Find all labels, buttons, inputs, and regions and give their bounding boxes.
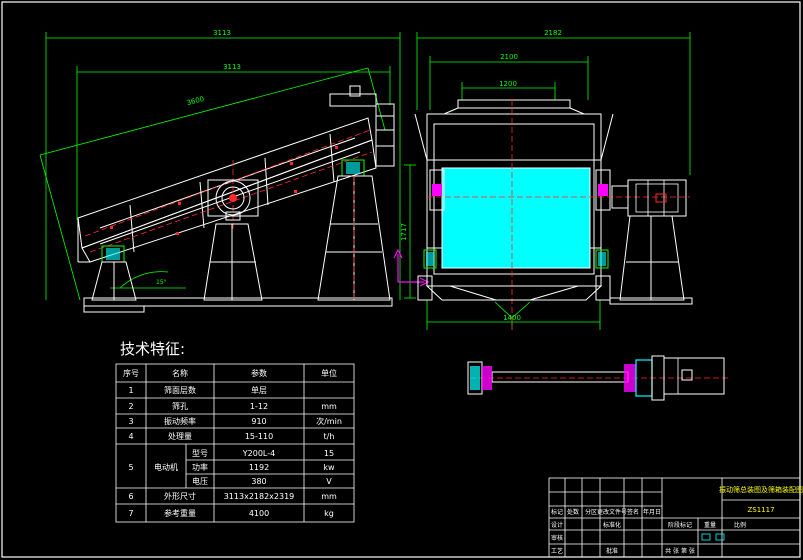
tech-row-no: 2 — [128, 402, 133, 411]
tb-cell: 工艺 — [551, 547, 563, 555]
motor — [611, 179, 687, 217]
title-block-grid — [548, 477, 801, 558]
title-block-text: 标记 处数 分区 更改文件号 签名 年月日 设计 标准化 审核 工艺 批准 阶段… — [551, 508, 746, 555]
tb-cell: 签名 — [627, 508, 639, 516]
feed-inlet — [329, 85, 395, 167]
side-dimension-lines — [39, 32, 416, 301]
dim-deck-width: 1200 — [499, 80, 517, 88]
tb-cell: 更改文件号 — [597, 508, 627, 516]
side-centerlines — [84, 129, 373, 253]
tech-row-no: 6 — [128, 492, 133, 501]
end-view: 2182 2100 1200 1400 — [414, 29, 693, 330]
tech-motor-sub-value: 380 — [251, 477, 266, 486]
tech-row-unit: mm — [321, 402, 337, 411]
tech-row-unit: mm — [321, 492, 337, 501]
tech-row-no: 1 — [128, 386, 133, 395]
tb-stage-label: 阶段标记 — [668, 521, 692, 529]
tb-stage-boxes — [701, 533, 725, 541]
tech-row-unit: t/h — [324, 432, 335, 441]
screen-deck-section — [441, 167, 591, 269]
tb-sheet-label: 共 张 第 张 — [665, 547, 695, 555]
tb-weight-label: 重量 — [704, 521, 716, 529]
tech-row-no: 4 — [128, 432, 133, 441]
tech-row-name: 外形尺寸 — [164, 491, 196, 501]
tech-motor-sub-unit: kw — [323, 463, 335, 472]
tb-drawing-title: 振动筛总装图及筛箱装配图 — [719, 485, 803, 494]
title-block: 标记 处数 分区 更改文件号 签名 年月日 设计 标准化 审核 工艺 批准 阶段… — [548, 477, 803, 558]
end-dimension-lines — [416, 32, 691, 330]
end-bearings — [423, 169, 611, 269]
tech-motor-sub-unit: 15 — [324, 449, 334, 458]
tech-row-value: 15-110 — [245, 432, 273, 441]
dim-overall-width: 2182 — [544, 29, 562, 37]
tb-drawing-no: ZS1117 — [747, 506, 774, 514]
tech-row-name: 筛孔 — [172, 401, 188, 411]
tech-header-name: 名称 — [172, 368, 188, 378]
tech-row-no: 5 — [128, 463, 133, 472]
tech-header-no: 序号 — [123, 368, 139, 378]
tb-cell: 标记 — [551, 508, 563, 516]
end-centerlines — [427, 100, 690, 330]
dim-length-2: 3113 — [223, 63, 241, 71]
tech-motor-sub-label: 电压 — [192, 476, 208, 486]
tech-row-name: 电动机 — [154, 462, 178, 472]
tech-spec-block: 技术特征: 序号 名称 参数 单位 1 筛面层数 单层 2 — [115, 340, 355, 523]
side-springs — [101, 159, 365, 263]
dim-overall-length: 3113 — [213, 29, 231, 37]
tb-cell: 审核 — [551, 534, 563, 542]
vibrator-exciter — [207, 179, 259, 221]
end-hopper — [443, 99, 585, 115]
tech-row-no: 7 — [128, 509, 133, 518]
tech-title: 技术特征: — [120, 340, 185, 358]
tech-row-name: 振动频率 — [164, 416, 196, 426]
tech-motor-sub-label: 功率 — [192, 462, 208, 472]
tech-header-unit: 单位 — [321, 368, 337, 378]
tech-motor-sub-value: 1192 — [249, 463, 269, 472]
tech-row-name: 处理量 — [168, 431, 192, 441]
screen-box — [77, 117, 377, 263]
side-bolts — [110, 146, 338, 235]
tech-row-value: 4100 — [249, 509, 269, 518]
tech-row-no: 3 — [128, 417, 133, 426]
dim-width-2: 2100 — [500, 53, 518, 61]
tech-row-unit: kg — [324, 509, 334, 518]
tech-row-unit: 次/min — [316, 416, 342, 426]
tb-scale-label: 比例 — [734, 521, 746, 529]
end-lower-frame — [417, 275, 611, 301]
dim-height: 1717 — [400, 223, 408, 241]
shaft-detail — [467, 355, 730, 401]
tech-motor-sub-unit: V — [326, 477, 332, 486]
tech-table-text: 序号 名称 参数 单位 1 筛面层数 单层 2 筛孔 1-12 mm 3 振动频… — [123, 368, 342, 518]
tb-cell: 处数 — [567, 508, 579, 516]
tb-cell: 分区 — [585, 508, 597, 516]
dim-screen-length: 3600 — [186, 95, 205, 107]
tech-row-value: 1-12 — [250, 402, 268, 411]
tb-cell: 标准化 — [603, 521, 621, 529]
tb-cell: 批准 — [606, 547, 618, 555]
tb-cell: 设计 — [551, 521, 563, 529]
side-supports — [83, 175, 393, 313]
side-view: 3113 3113 3600 1717 15° — [39, 29, 416, 313]
tech-motor-sub-label: 型号 — [192, 449, 208, 458]
motor-stand — [609, 215, 693, 305]
tech-row-value: 910 — [251, 417, 266, 426]
tech-table-grid — [115, 363, 355, 523]
tech-motor-sub-value: Y200L-4 — [242, 449, 275, 458]
tech-row-value: 3113x2182x2319 — [224, 492, 295, 501]
ucs-axis-icon — [393, 248, 430, 287]
dim-angle: 15° — [156, 279, 167, 286]
tb-cell: 年月日 — [643, 508, 661, 516]
tech-row-name: 筛面层数 — [164, 385, 196, 395]
tech-row-value: 单层 — [251, 385, 267, 395]
tech-header-value: 参数 — [251, 368, 267, 378]
tech-row-name: 参考重量 — [164, 508, 196, 518]
